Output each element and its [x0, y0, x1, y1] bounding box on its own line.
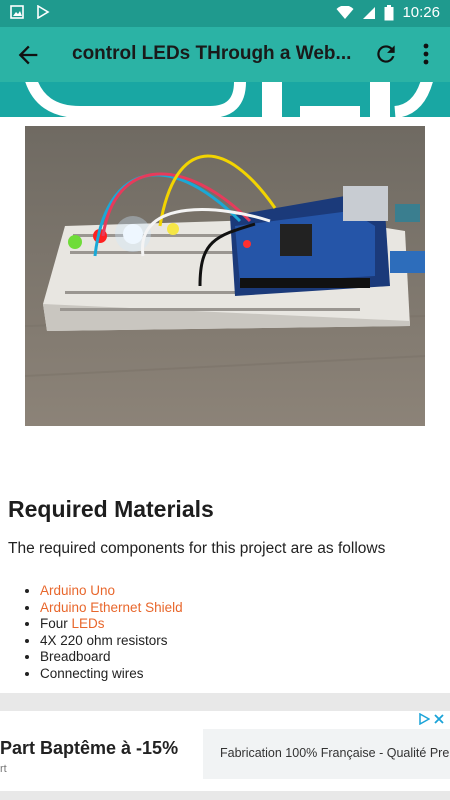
- ad-headline[interactable]: Part Baptême à -15%: [0, 738, 179, 758]
- section-heading: Required Materials: [8, 496, 214, 522]
- ad-banner[interactable]: Part Baptême à -15% rt Fabrication 100% …: [0, 711, 450, 791]
- ethernet-shield-link[interactable]: Arduino Ethernet Shield: [40, 599, 183, 615]
- gallery-notification-icon: [10, 5, 24, 19]
- header-banner-image: [0, 82, 450, 117]
- wifi-icon: [336, 5, 354, 19]
- arduino-uno-link[interactable]: Arduino Uno: [40, 583, 116, 598]
- ad-info-icon[interactable]: [418, 713, 430, 725]
- battery-icon: [384, 4, 394, 20]
- page-title: control LEDs THrough a Web...: [72, 43, 352, 64]
- circuit-photo: [25, 126, 425, 426]
- list-item: Connecting wires: [40, 666, 183, 683]
- intro-text: The required components for this project…: [8, 540, 386, 557]
- list-item: Four LEDs: [40, 616, 183, 633]
- list-item: 4X 220 ohm resistors: [40, 633, 183, 650]
- signal-icon: [363, 6, 376, 19]
- ad-choices[interactable]: [418, 713, 445, 725]
- status-time: 10:26: [402, 4, 440, 21]
- ad-cta-box[interactable]: Fabrication 100% Française - Qualité Pre: [203, 729, 450, 779]
- leds-link[interactable]: LEDs: [71, 616, 105, 631]
- refresh-icon[interactable]: [373, 41, 399, 67]
- ad-cta-text: Fabrication 100% Française - Qualité Pre: [220, 746, 450, 760]
- play-store-notification-icon: [37, 5, 50, 19]
- ad-close-icon[interactable]: [433, 713, 445, 725]
- status-bar: 10:26: [0, 0, 450, 27]
- list-item: Arduino Uno: [40, 583, 183, 600]
- back-arrow-icon[interactable]: [14, 41, 42, 69]
- ad-subtext: rt: [0, 763, 7, 775]
- app-bar: control LEDs THrough a Web...: [0, 27, 450, 82]
- list-item: Breadboard: [40, 649, 183, 666]
- list-item: Arduino Ethernet Shield: [40, 600, 183, 617]
- materials-list: Arduino Uno Arduino Ethernet Shield Four…: [18, 583, 183, 682]
- more-options-icon[interactable]: [416, 41, 436, 67]
